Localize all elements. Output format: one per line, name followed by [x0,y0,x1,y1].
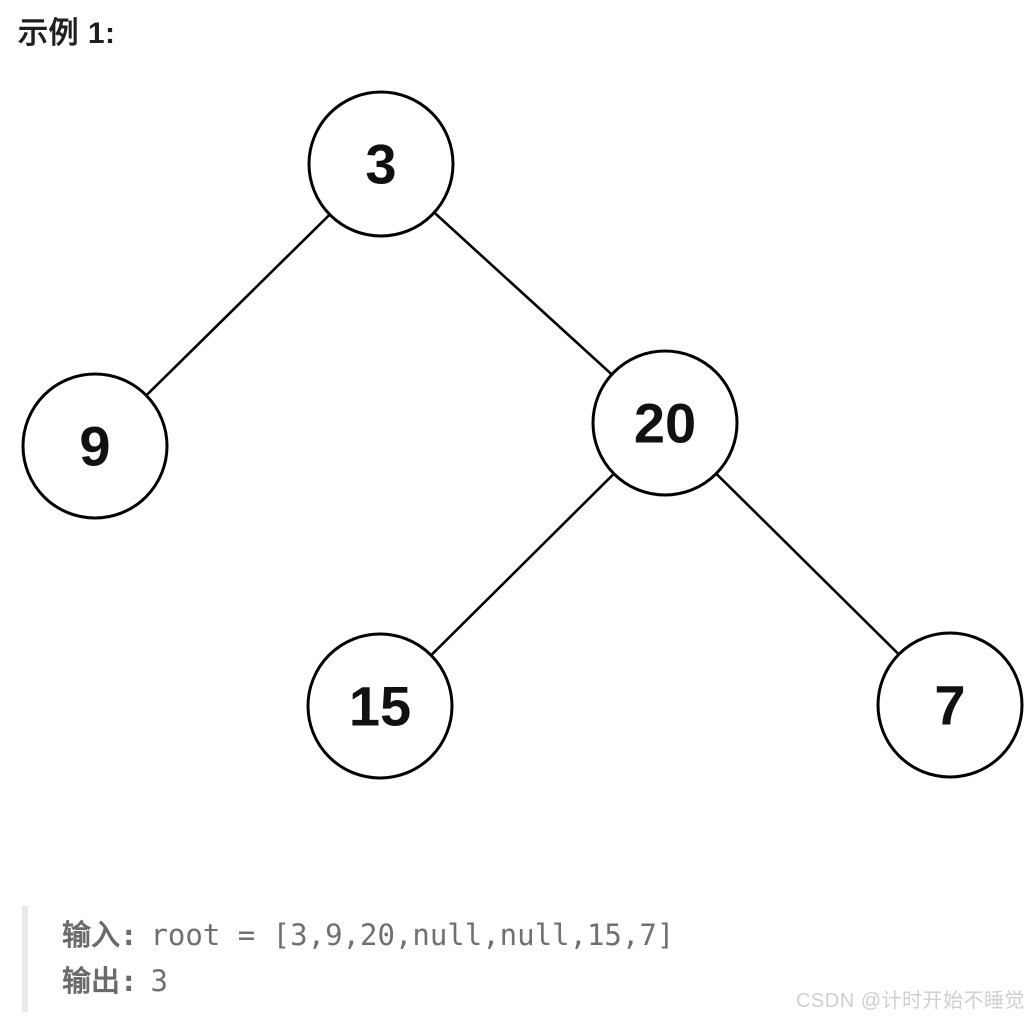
tree-node-circle [307,90,455,238]
csdn-watermark: CSDN @计时开始不睡觉 [795,990,1025,1012]
tree-node-value: 9 [79,415,110,478]
tree-node-circle [306,632,454,780]
tree-node-value: 7 [934,674,965,737]
tree-node-circle [876,631,1024,779]
example-io-block: 输入: root = [3,9,20,null,null,15,7] 输出: 3 [22,906,1007,1012]
tree-node-value: 15 [349,675,411,738]
tree-node-left-child: 9 [21,372,169,520]
output-label: 输出: [62,964,138,998]
input-value: root = [3,9,20,null,null,15,7] [150,918,675,952]
input-label: 输入: [62,918,138,952]
tree-node-circle [591,349,739,497]
tree-edges [94,163,951,707]
tree-node-right-right-grandchild: 7 [876,631,1024,779]
output-value: 3 [150,964,168,998]
tree-node-value: 3 [365,133,396,196]
example-heading: 示例 1: [18,17,116,50]
example-input-line: 输入: root = [3,9,20,null,null,15,7] [62,912,1007,958]
tree-node-root: 3 [307,90,455,238]
tree-node-right-left-grandchild: 15 [306,632,454,780]
tree-node-right-child: 20 [591,349,739,497]
tree-node-value: 20 [634,392,696,455]
example-output-line: 输出: 3 [62,958,1007,1004]
tree-nodes: 3 9 20 15 7 [21,90,1024,780]
tree-node-circle [21,372,169,520]
